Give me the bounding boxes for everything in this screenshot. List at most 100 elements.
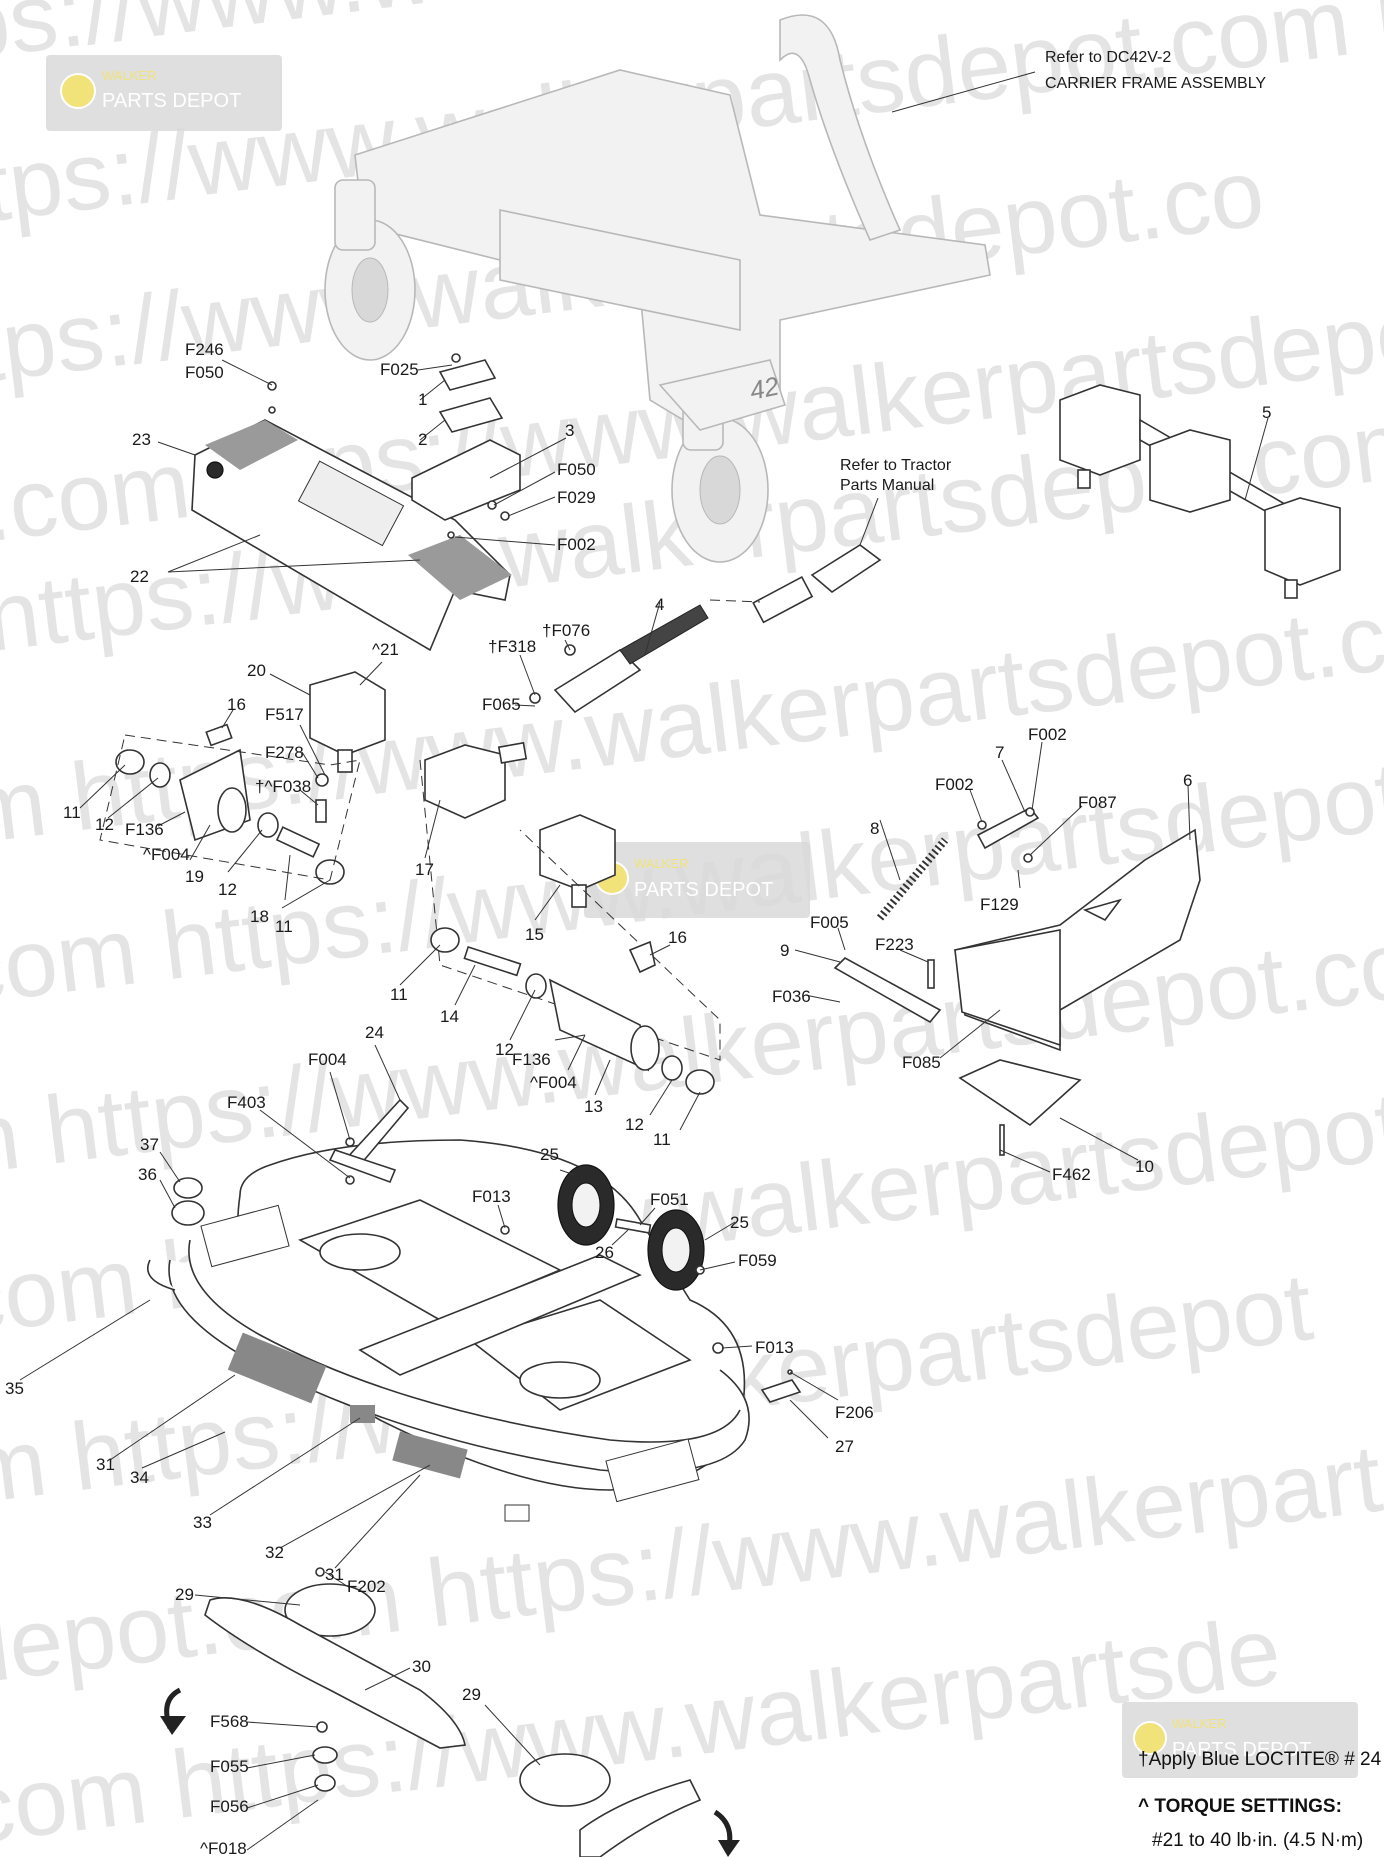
bracket-16 bbox=[628, 940, 656, 974]
nut-f013 bbox=[712, 1342, 724, 1354]
shaft-18 bbox=[275, 826, 321, 858]
callout-label: 1 bbox=[418, 390, 427, 409]
bolt-f202 bbox=[315, 1567, 325, 1577]
callout-label: 9 bbox=[780, 941, 789, 960]
callout-label: 12 bbox=[95, 815, 114, 834]
callout-label: ^F018 bbox=[200, 1839, 247, 1857]
callout-label: 33 bbox=[193, 1513, 212, 1532]
anti-slip-pad bbox=[408, 535, 512, 600]
logo-brand: WALKER bbox=[102, 68, 156, 83]
washer-f087 bbox=[1023, 853, 1033, 863]
callout-label: F005 bbox=[810, 913, 849, 932]
plug-27 bbox=[760, 1369, 802, 1403]
callout-label: 4 bbox=[655, 595, 664, 614]
callout-label: F051 bbox=[650, 1190, 689, 1209]
callout-label: 11 bbox=[390, 985, 408, 1004]
callout-label: †F318 bbox=[488, 637, 536, 656]
deck-brace-24 bbox=[328, 1098, 410, 1185]
notes: †Apply Blue LOCTITE® # 24 ^ TORQUE SETTI… bbox=[1138, 1749, 1382, 1851]
nut-f013 bbox=[500, 1225, 510, 1235]
logo-bottom-right: WALKER PARTS DEPOT bbox=[1122, 1702, 1358, 1778]
callout-label: 37 bbox=[140, 1135, 159, 1154]
strap-7 bbox=[976, 806, 1040, 863]
anti-slip-pad bbox=[205, 420, 298, 470]
callout-label: †F076 bbox=[542, 621, 590, 640]
bushing-11 bbox=[685, 1069, 715, 1095]
callout-label: F202 bbox=[347, 1577, 386, 1596]
callout-label: 31 bbox=[96, 1455, 115, 1474]
anti-slip-strip-31 bbox=[392, 1431, 468, 1479]
callout-label: F029 bbox=[557, 488, 596, 507]
callout-label: F002 bbox=[935, 775, 974, 794]
callout-label: 3 bbox=[565, 421, 574, 440]
shaft-housing-13 bbox=[430, 927, 715, 1095]
callout-label: F050 bbox=[557, 460, 596, 479]
washer-f050 bbox=[268, 406, 276, 414]
callout-label: F056 bbox=[210, 1797, 249, 1816]
callout-label: 24 bbox=[365, 1023, 384, 1042]
carrier-ref-line2: CARRIER FRAME ASSEMBLY bbox=[1045, 75, 1266, 92]
callout-label: 27 bbox=[835, 1437, 854, 1456]
hairpin-35 bbox=[147, 1259, 176, 1291]
callout-label: 12 bbox=[495, 1040, 514, 1059]
callout-label: ^F004 bbox=[143, 845, 190, 864]
callout-label: 10 bbox=[1135, 1157, 1154, 1176]
shaft-housing-19 bbox=[115, 723, 345, 885]
shaft-14 bbox=[463, 945, 522, 977]
gearbox-20 bbox=[309, 671, 386, 823]
spacer-37 bbox=[173, 1177, 203, 1199]
walker-logo-icon bbox=[60, 73, 96, 109]
callout-label: 2 bbox=[418, 430, 427, 449]
callout-label: F025 bbox=[380, 360, 419, 379]
anti-slip-strip-31 bbox=[227, 1332, 327, 1404]
warning-decal bbox=[297, 460, 405, 547]
callout-label: 34 bbox=[130, 1468, 149, 1487]
callout-label: ^21 bbox=[372, 640, 399, 659]
washer-f278 bbox=[315, 773, 329, 787]
warning-decal bbox=[200, 1204, 290, 1268]
callout-label: 35 bbox=[5, 1379, 24, 1398]
gearbox-assembly-5 bbox=[1059, 384, 1341, 599]
callout-label: F002 bbox=[557, 535, 596, 554]
logo-center: WALKER PARTS DEPOT bbox=[584, 842, 810, 918]
wheel-spacers-36-37 bbox=[171, 1177, 205, 1226]
callout-label: F050 bbox=[185, 363, 224, 382]
callout-label: 16 bbox=[227, 695, 246, 714]
anti-slip-strip-33 bbox=[350, 1405, 375, 1423]
tractor-ref-line2: Parts Manual bbox=[840, 477, 934, 494]
callout-label: 12 bbox=[218, 880, 237, 899]
callout-label: 25 bbox=[540, 1145, 559, 1164]
callout-label: 29 bbox=[175, 1585, 194, 1604]
bushing-11 bbox=[315, 859, 345, 885]
bolt-f025 bbox=[451, 353, 461, 363]
deflector-plate-10 bbox=[958, 1059, 1082, 1156]
callout-label: 26 bbox=[595, 1243, 614, 1262]
callout-label: F462 bbox=[1052, 1165, 1091, 1184]
callout-label: 36 bbox=[138, 1165, 157, 1184]
callout-label: F403 bbox=[227, 1093, 266, 1112]
deck-size-decal bbox=[504, 1504, 530, 1522]
callout-label: F129 bbox=[980, 895, 1019, 914]
drive-shaft-4 bbox=[529, 544, 882, 714]
callout-label: ^F004 bbox=[530, 1073, 577, 1092]
pin-f462 bbox=[999, 1124, 1005, 1156]
callout-label: F036 bbox=[772, 987, 811, 1006]
gearbox-17 bbox=[424, 741, 528, 819]
callout-label: F065 bbox=[482, 695, 521, 714]
callout-label: F059 bbox=[738, 1251, 777, 1270]
o-ring-12 bbox=[257, 812, 279, 838]
bolt-f004 bbox=[345, 1137, 355, 1147]
frame-size-badge: 42 bbox=[747, 370, 782, 405]
callout-label: 11 bbox=[653, 1130, 671, 1149]
o-ring-12 bbox=[149, 762, 171, 788]
callout-label: F278 bbox=[265, 743, 304, 762]
walker-logo-icon bbox=[1133, 1721, 1167, 1755]
leader-lines bbox=[19, 359, 1191, 1851]
callout-label: 23 bbox=[132, 430, 151, 449]
callout-label: F246 bbox=[185, 340, 224, 359]
torque-title: ^ TORQUE SETTINGS: bbox=[1138, 1796, 1342, 1817]
washer-f055 bbox=[312, 1746, 338, 1764]
callout-label: F206 bbox=[835, 1403, 874, 1422]
callout-label: 8 bbox=[870, 819, 879, 838]
